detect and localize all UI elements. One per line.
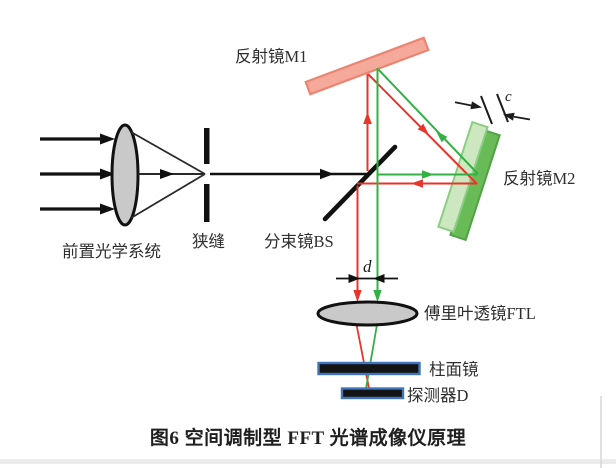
shear-distance-label: d <box>363 257 372 276</box>
slit-shape <box>204 128 210 222</box>
converging-rays <box>130 131 206 219</box>
ray-path-green <box>365 68 479 389</box>
mirror-m1-shape <box>304 36 430 96</box>
detector-label: 探测器D <box>407 386 469 405</box>
detector-shape <box>340 387 405 400</box>
ray-path-red <box>353 73 478 389</box>
collimated-beam <box>210 168 368 180</box>
input-beam-arrows <box>40 133 115 215</box>
mirror-m1-label: 反射镜M1 <box>235 47 307 66</box>
front-optics-label: 前置光学系统 <box>62 242 161 261</box>
cylindrical-lens-shape <box>317 361 421 376</box>
m2-thickness-label: c <box>505 89 512 105</box>
beamsplitter-label: 分束镜BS <box>264 232 334 251</box>
slit-label: 狭缝 <box>192 232 225 251</box>
m2-thickness-dimension <box>454 93 531 125</box>
fourier-lens-shape <box>316 300 419 327</box>
mirror-m2-label: 反射镜M2 <box>503 169 575 188</box>
shear-dimension <box>336 274 398 283</box>
cylindrical-lens-label: 柱面镜 <box>429 360 479 379</box>
figure-caption: 图6 空间调制型 FFT 光谱成像仪原理 <box>149 428 467 449</box>
page-rule-bottom <box>0 459 616 464</box>
front-optics-lens-shape <box>110 123 140 227</box>
fourier-lens-label: 傅里叶透镜FTL <box>424 304 536 323</box>
mirror-m2-shape <box>437 120 501 242</box>
